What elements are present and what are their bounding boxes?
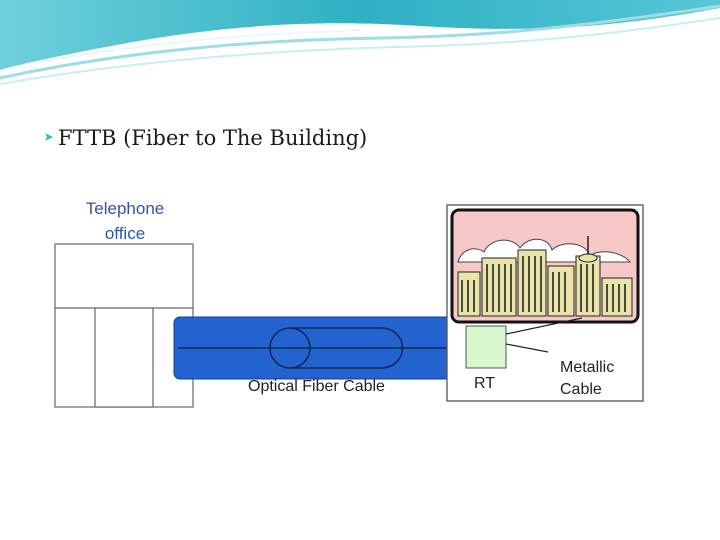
- telephone-office: Telephone office: [37, 187, 213, 408]
- rt-label: RT: [474, 375, 495, 392]
- office-label-line2: office: [105, 224, 145, 243]
- metallic-label-line1: Metallic: [560, 359, 614, 376]
- header-wave-decoration: [0, 0, 720, 85]
- bullet-text: FTTB (Fiber to The Building): [58, 126, 368, 150]
- cable-label: Optical Fiber Cable: [248, 378, 385, 395]
- optical-fiber-cable: Optical Fiber Cable: [173, 316, 465, 395]
- arrow-bullet-icon: [45, 133, 53, 141]
- office-label-line1: Telephone: [86, 199, 164, 218]
- bullet-item: FTTB (Fiber to The Building): [44, 126, 367, 150]
- building-site: RT Metallic Cable: [446, 204, 644, 402]
- metallic-label-line2: Cable: [560, 381, 602, 398]
